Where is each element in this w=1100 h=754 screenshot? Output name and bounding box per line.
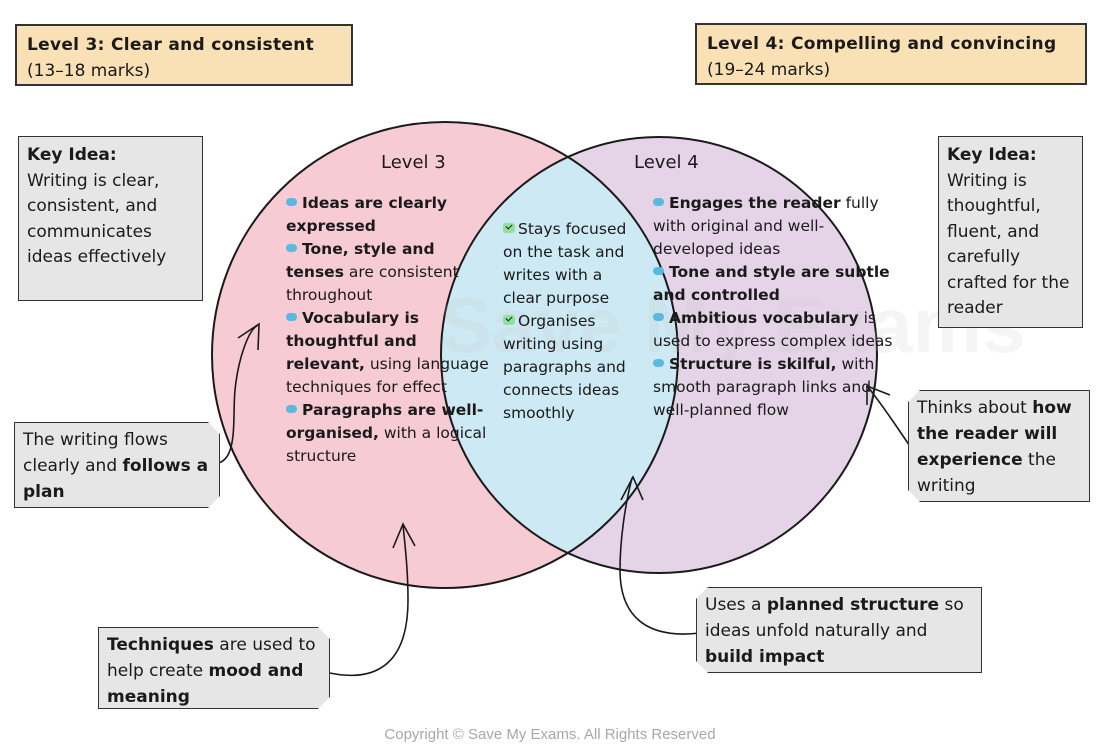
bullet-icon <box>286 313 297 321</box>
note-flows: The writing flows clearly and follows a … <box>14 422 220 508</box>
level3-circle-title: Level 3 <box>381 152 446 173</box>
check-icon <box>503 315 515 325</box>
bullet-icon <box>286 198 297 206</box>
level4-header: Level 4: Compelling and convincing (19–2… <box>695 23 1087 85</box>
note-structure: Uses a planned structure so ideas unfold… <box>696 587 982 673</box>
key-idea-left-text: Writing is clear, consistent, and commun… <box>27 170 167 268</box>
note-techniques: Techniques are used to help create mood … <box>98 627 330 709</box>
level4-item: Structure is skilful, with smooth paragr… <box>653 355 875 419</box>
key-idea-right-text: Writing is thoughtful, fluent, and caref… <box>947 170 1070 319</box>
key-idea-right: Key Idea: Writing is thoughtful, fluent,… <box>938 136 1083 328</box>
level3-item: Vocabulary is thoughtful and relevant, u… <box>286 309 489 396</box>
key-idea-left: Key Idea: Writing is clear, consistent, … <box>18 136 203 301</box>
level3-marks: (13–18 marks) <box>27 61 151 81</box>
overlap-region <box>441 137 678 573</box>
level4-item: Engages the reader fully with original a… <box>653 194 879 258</box>
level3-item: Tone, style and tenses are consistent th… <box>286 240 459 304</box>
arrowhead-reader <box>866 384 891 405</box>
shared-item: Organises writing using paragraphs and c… <box>503 312 626 422</box>
key-idea-left-label: Key Idea: <box>27 145 117 165</box>
shared-item: Stays focused on the task and writes wit… <box>503 220 627 307</box>
level3-header: Level 3: Clear and consistent (13–18 mar… <box>15 24 353 86</box>
bullet-icon <box>286 405 297 413</box>
level3-item: Ideas are clearly expressed <box>286 194 448 235</box>
level4-item: Ambitious vocabulary is used to express … <box>653 309 893 350</box>
level4-circle-title: Level 4 <box>634 152 699 173</box>
key-idea-right-label: Key Idea: <box>947 145 1037 165</box>
bullet-icon <box>653 313 664 321</box>
level3-item: Paragraphs are well-organised, with a lo… <box>286 401 487 465</box>
watermark: Save My Exams <box>440 281 1026 369</box>
level4-criteria: Engages the reader fully with original a… <box>653 192 893 422</box>
level4-item: Tone and style are subtle and controlled <box>653 263 890 304</box>
arrow-flows <box>207 324 259 465</box>
level4-title: Level 4: Compelling and convincing <box>707 34 1057 54</box>
arrow-techniques <box>324 524 409 677</box>
level4-marks: (19–24 marks) <box>707 60 831 80</box>
bullet-icon <box>286 244 297 252</box>
arrow-structure <box>619 477 701 635</box>
level3-criteria: Ideas are clearly expressed Tone, style … <box>286 192 491 468</box>
arrowhead-structure <box>620 475 644 501</box>
note-reader: Thinks about how the reader will experie… <box>908 390 1090 502</box>
check-icon <box>503 223 515 233</box>
copyright: Copyright © Save My Exams. All Rights Re… <box>384 726 716 743</box>
level3-title: Level 3: Clear and consistent <box>27 35 315 55</box>
bullet-icon <box>653 359 664 367</box>
shared-criteria: Stays focused on the task and writes wit… <box>503 218 631 425</box>
arrowhead-techniques <box>392 522 416 549</box>
bullet-icon <box>653 198 664 206</box>
arrowhead-flows <box>237 322 260 351</box>
bullet-icon <box>653 267 664 275</box>
